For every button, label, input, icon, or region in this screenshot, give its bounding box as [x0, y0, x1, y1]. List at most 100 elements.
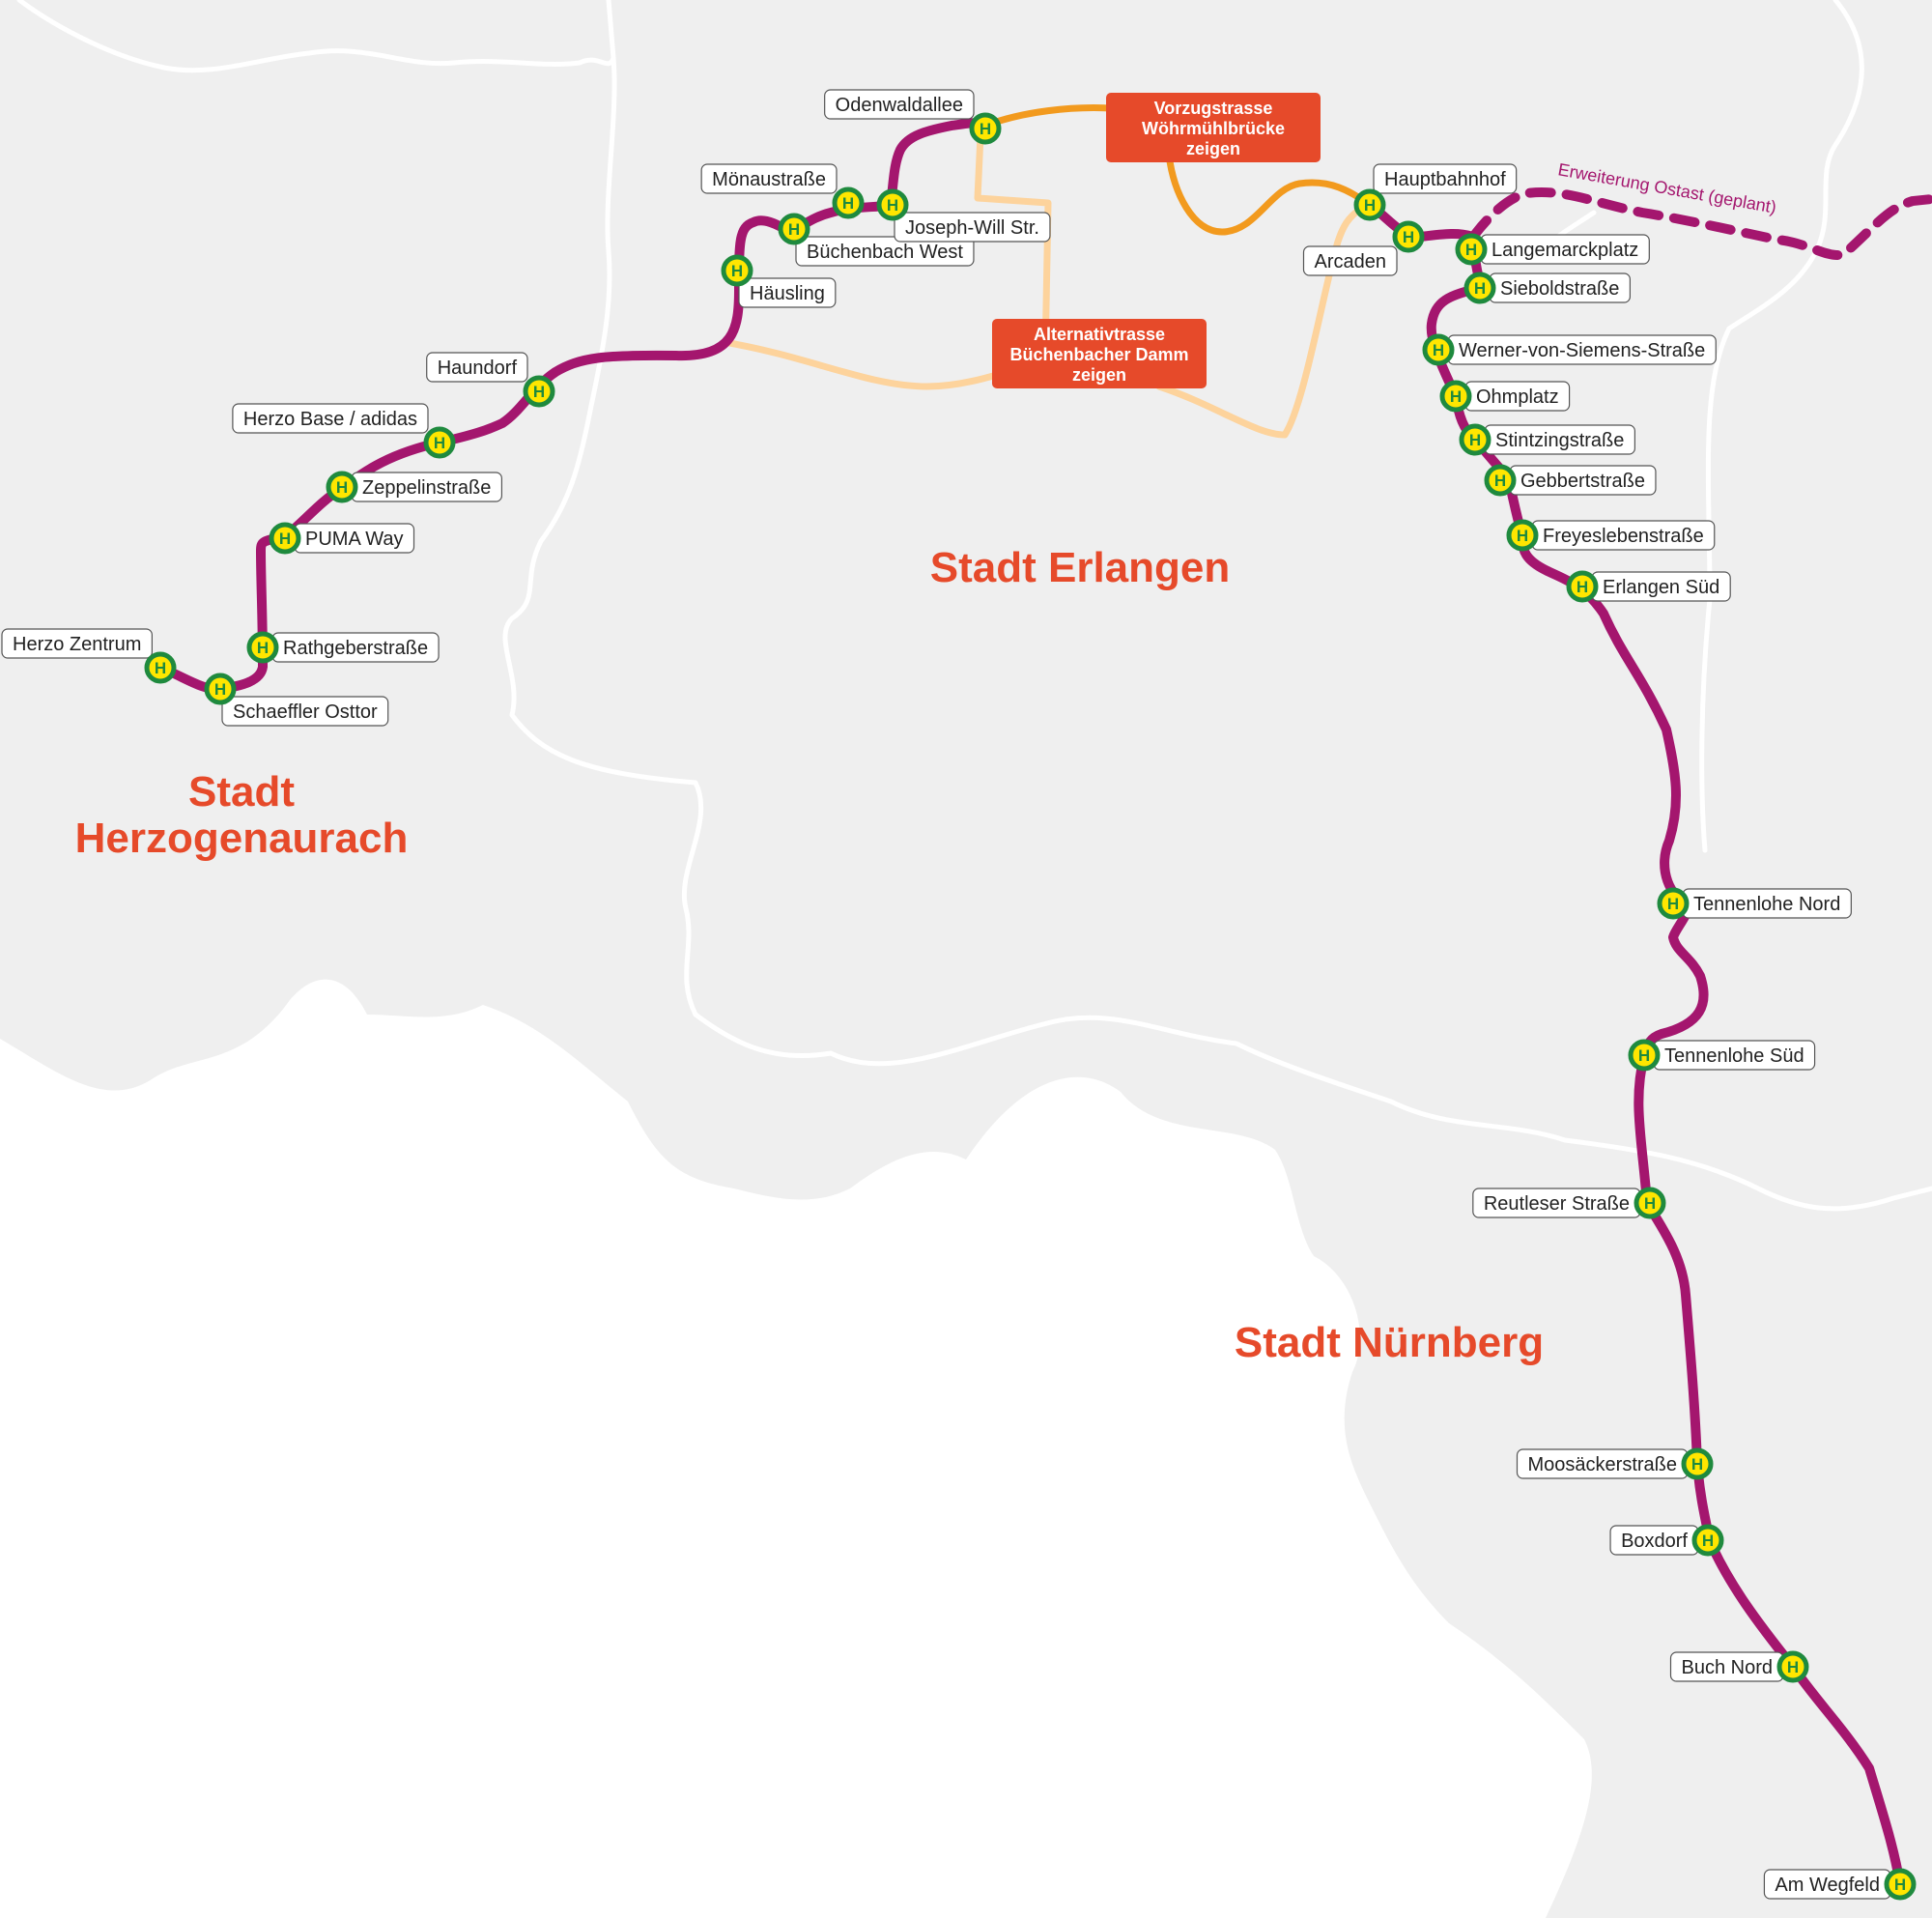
stop-icon — [876, 188, 909, 221]
stop-icon — [1459, 423, 1492, 456]
stop-icon — [1566, 570, 1599, 603]
preferred-route-button-line3: zeigen — [1186, 139, 1240, 158]
station-label: Herzo Base / adidas — [243, 409, 417, 430]
stop-icon — [1691, 1524, 1724, 1557]
station-label: Stintzingstraße — [1495, 430, 1624, 451]
station[interactable]: Arcaden H — [1302, 220, 1425, 276]
stop-icon — [144, 651, 177, 684]
station-label-box — [426, 352, 528, 383]
stop-icon-letter: H — [1433, 341, 1444, 359]
station-label: Rathgeberstraße — [283, 638, 428, 659]
alternative-route-button-line3: zeigen — [1072, 365, 1126, 385]
boundaries — [16, 0, 1932, 1212]
stop-icon-letter: H — [1403, 228, 1414, 246]
stop-icon-letter: H — [1667, 895, 1679, 913]
station[interactable]: Tennenlohe Nord H — [1657, 887, 1852, 920]
outside-area — [0, 979, 1592, 1918]
stop-icon-letter: H — [980, 120, 991, 138]
station-label-box — [1302, 245, 1398, 276]
stop-icon-letter: H — [1494, 472, 1506, 490]
station-label-box — [700, 163, 838, 194]
stop-icon — [1506, 519, 1539, 552]
stop-icon-letter: H — [1465, 241, 1477, 259]
station-label: Joseph-Will Str. — [905, 217, 1039, 239]
station-label: Gebbertstraße — [1520, 471, 1645, 492]
stop-icon-letter: H — [1474, 279, 1486, 298]
stop-icon-letter: H — [1450, 387, 1462, 406]
stop-icon — [1422, 333, 1455, 366]
stop-icon — [326, 471, 358, 503]
station-label-box — [232, 403, 429, 434]
stop-icon — [1634, 1187, 1666, 1219]
stop-icon-letter: H — [1644, 1194, 1656, 1213]
station-label: Am Wegfeld — [1775, 1875, 1880, 1896]
stop-icon-letter: H — [1894, 1875, 1906, 1894]
stop-icon — [1681, 1447, 1714, 1480]
station[interactable]: Joseph-Will Str. H — [876, 188, 1051, 243]
stop-icon-letter: H — [887, 196, 898, 215]
station-label: Häusling — [750, 283, 825, 304]
station[interactable]: Am Wegfeld H — [1763, 1868, 1917, 1901]
stop-icon — [778, 213, 810, 245]
stop-icon — [1657, 887, 1690, 920]
preferred-route-button-line1: Vorzugstrasse — [1154, 99, 1273, 118]
preferred-route-button-background — [1106, 93, 1321, 162]
stop-icon-letter: H — [533, 383, 545, 401]
alternative-route-button[interactable]: Alternativtrasse Büchenbacher Damm zeige… — [992, 319, 1207, 388]
station[interactable]: Erlangen Süd H — [1566, 570, 1731, 603]
stop-icon-letter: H — [1364, 196, 1376, 215]
stop-icon-letter: H — [731, 262, 743, 280]
stop-icon — [1628, 1039, 1661, 1072]
station-label-box — [824, 89, 975, 120]
stop-icon — [204, 673, 237, 705]
stop-icon-letter: H — [336, 478, 348, 497]
city-label-herzogenaurach-line1: Stadt — [188, 768, 295, 816]
stop-icon-letter: H — [1787, 1658, 1799, 1676]
station[interactable]: Stintzingstraße H — [1459, 423, 1635, 456]
stop-icon — [1484, 464, 1517, 497]
station-label-box — [894, 212, 1051, 243]
station-label-box — [1, 628, 153, 659]
stop-icon-letter: H — [1577, 578, 1588, 596]
preferred-route-button[interactable]: Vorzugstrasse Wöhrmühlbrücke zeigen — [1106, 93, 1321, 162]
station-label-box — [1373, 163, 1518, 194]
stop-icon — [1884, 1868, 1917, 1901]
station[interactable]: Häusling H — [721, 254, 837, 308]
station-label: Freyeslebenstraße — [1543, 526, 1704, 547]
stop-icon — [423, 426, 456, 459]
station-label: Erlangen Süd — [1603, 577, 1719, 598]
stop-icon-letter: H — [1469, 431, 1481, 449]
stop-icon — [1463, 272, 1496, 304]
station[interactable]: Gebbertstraße H — [1484, 464, 1657, 497]
station-label: Boxdorf — [1621, 1531, 1688, 1552]
stop-icon — [721, 254, 753, 287]
stop-icon-letter: H — [1691, 1455, 1703, 1474]
station-label: Arcaden — [1315, 251, 1387, 272]
station-label: Haundorf — [438, 358, 518, 379]
station-label: Tennenlohe Nord — [1693, 894, 1840, 915]
